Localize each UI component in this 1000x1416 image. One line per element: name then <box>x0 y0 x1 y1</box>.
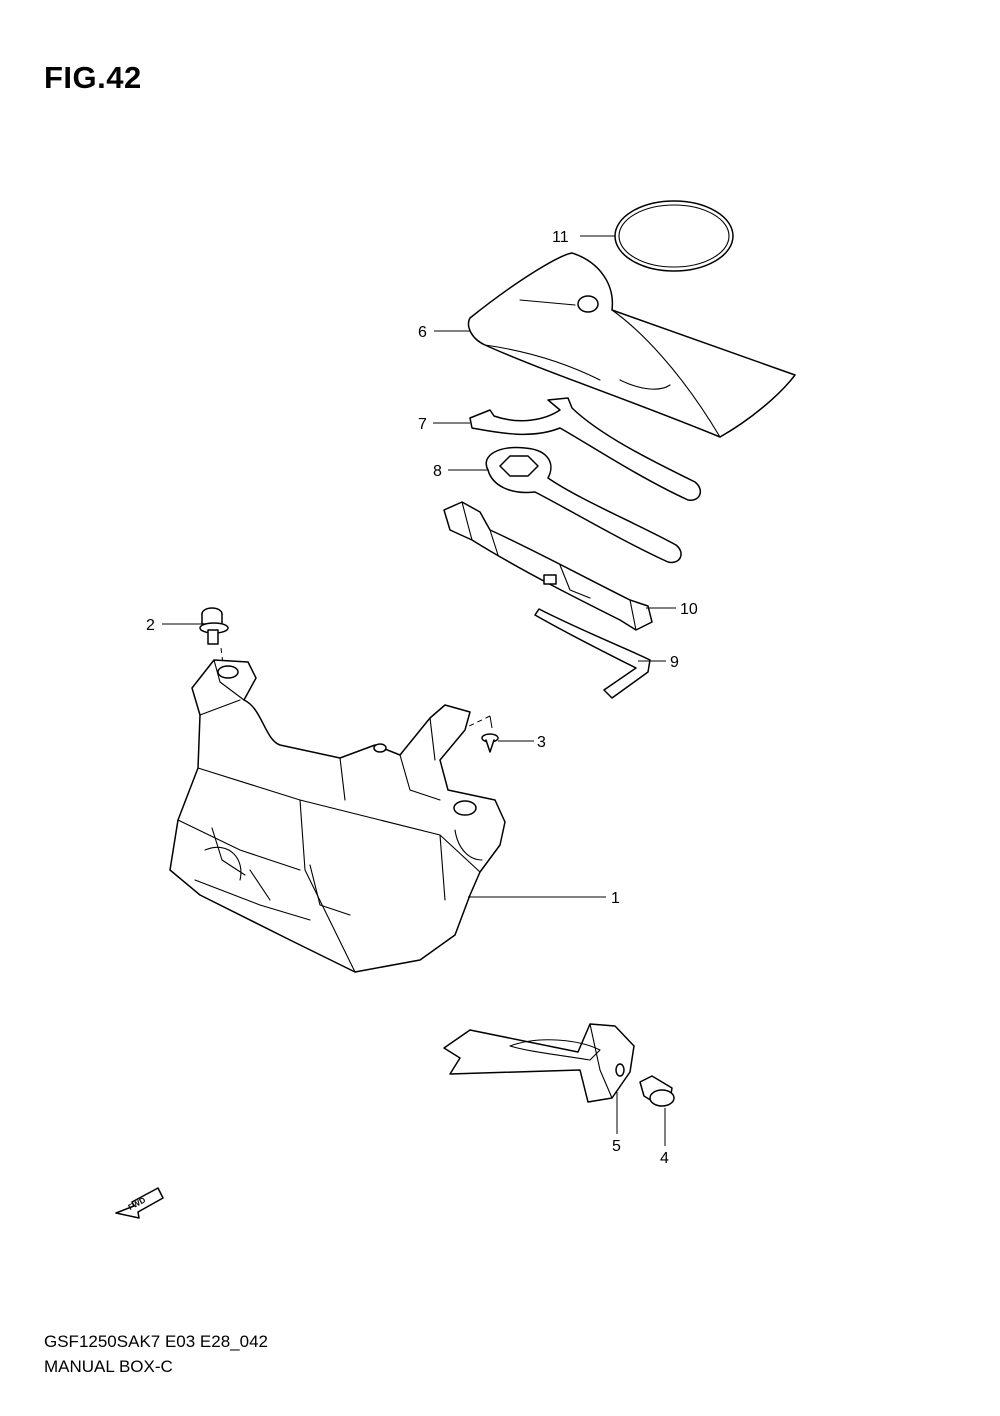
figure-title: FIG.42 <box>44 60 142 95</box>
callout-9: 9 <box>670 654 679 671</box>
callout-3: 3 <box>537 734 546 751</box>
callout-2: 2 <box>146 617 155 634</box>
part-1-manual-box[interactable] <box>169 659 506 973</box>
callout-1: 1 <box>611 890 620 907</box>
callout-5: 5 <box>612 1138 621 1155</box>
drawing-name: MANUAL BOX-C <box>44 1357 173 1376</box>
part-10-socket-wrench[interactable] <box>443 501 653 631</box>
part-9-hex-wrench[interactable] <box>534 608 651 699</box>
fwd-arrow-icon: FWD <box>115 1187 164 1219</box>
callout-6: 6 <box>418 324 427 341</box>
callout-7: 7 <box>418 416 427 433</box>
callout-11: 11 <box>552 229 569 246</box>
drawing-code: GSF1250SAK7 E03 E28_042 <box>44 1332 268 1351</box>
part-6-tool-bag[interactable] <box>467 252 796 438</box>
part-7-hook-wrench[interactable] <box>469 397 702 501</box>
part-2-bolt[interactable] <box>199 607 229 645</box>
part-3-screw[interactable] <box>481 733 499 753</box>
callout-8: 8 <box>433 463 442 480</box>
callout-4: 4 <box>660 1150 669 1167</box>
part-5-bracket[interactable] <box>443 1023 635 1103</box>
part-4-bolt[interactable] <box>639 1075 675 1107</box>
part-8-box-wrench[interactable] <box>485 446 682 564</box>
callout-10: 10 <box>680 601 698 618</box>
part-11-rubber-band[interactable] <box>614 200 734 272</box>
leader-lines <box>162 235 676 1146</box>
